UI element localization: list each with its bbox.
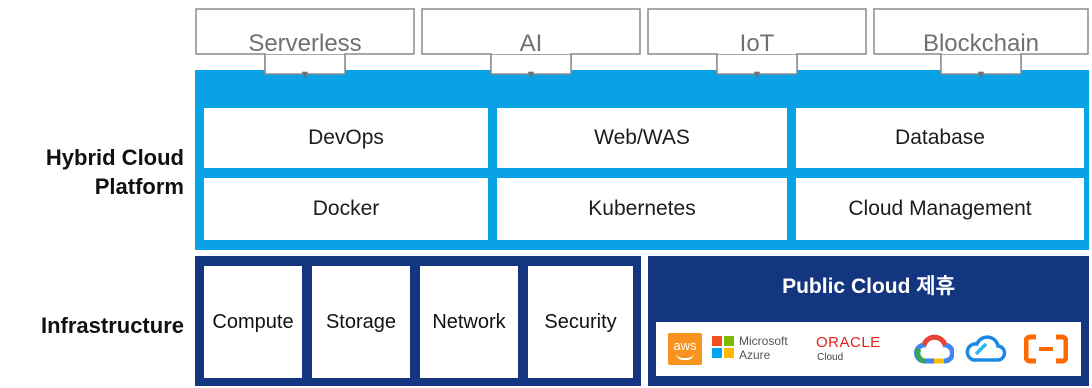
tab-label: Blockchain xyxy=(922,30,1040,57)
aws-smile xyxy=(676,353,694,360)
aws-logo: aws xyxy=(668,333,702,365)
security-cell: Security xyxy=(528,266,633,378)
microsoft-text: Microsoft xyxy=(739,334,788,348)
tab-blockchain: Blockchain ▼ xyxy=(873,8,1089,86)
tab-notch-overlay xyxy=(264,54,1022,75)
naver-cloud-icon xyxy=(965,335,1007,362)
devops-cell: DevOps xyxy=(204,108,488,168)
infrastructure-label: Infrastructure xyxy=(40,313,184,338)
chevron-down-icon: ▼ xyxy=(751,69,763,81)
cloud-management-cell: Cloud Management xyxy=(796,178,1084,240)
public-cloud-logos: aws Microsoft Azure ORACLE Cloud xyxy=(656,322,1081,376)
docker-cell: Docker xyxy=(204,178,488,240)
tab-label: AI xyxy=(519,30,543,57)
alibaba-cloud-icon xyxy=(1024,334,1068,364)
compute-cell: Compute xyxy=(204,266,302,378)
label-line: Platform xyxy=(94,174,184,199)
aws-logo-text: aws xyxy=(673,338,697,353)
web-was-cell: Web/WAS xyxy=(497,108,787,168)
chevron-down-icon: ▼ xyxy=(525,69,537,81)
tab-label: Serverless xyxy=(248,30,362,57)
storage-cell: Storage xyxy=(312,266,410,378)
database-cell: Database xyxy=(796,108,1084,168)
microsoft-azure-logo: Microsoft Azure xyxy=(712,334,804,366)
chevron-down-icon: ▼ xyxy=(975,69,987,81)
microsoft-squares-icon xyxy=(712,336,734,358)
tab-label: IoT xyxy=(739,30,775,57)
kubernetes-cell: Kubernetes xyxy=(497,178,787,240)
azure-text: Azure xyxy=(739,348,771,362)
public-cloud-title: Public Cloud 제휴 xyxy=(782,275,955,298)
oracle-cloud-logo: ORACLE Cloud xyxy=(816,334,900,366)
google-cloud-icon xyxy=(914,334,954,364)
hybrid-cloud-platform-label: Hybrid Cloud Platform xyxy=(0,143,184,201)
label-line: Hybrid Cloud xyxy=(45,145,184,170)
network-cell: Network xyxy=(420,266,518,378)
chevron-down-icon: ▼ xyxy=(299,69,311,81)
oracle-text: ORACLE xyxy=(816,334,881,351)
tab-iot: IoT ▼ xyxy=(647,8,867,86)
oracle-cloud-text: Cloud xyxy=(817,352,844,363)
